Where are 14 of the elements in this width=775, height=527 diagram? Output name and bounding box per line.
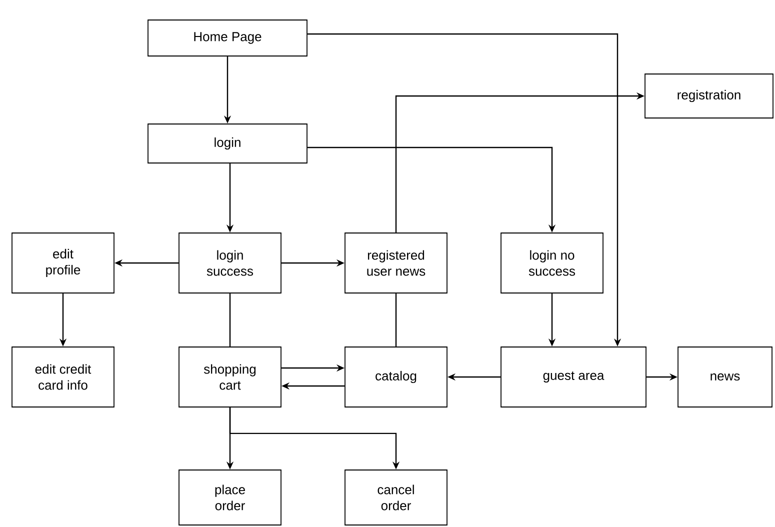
page-box: registration xyxy=(644,74,774,118)
page-box: news xyxy=(678,346,772,408)
page-box: shopping cart xyxy=(178,346,282,408)
page-box: Home Page xyxy=(148,20,308,56)
page-box: cancel order xyxy=(344,470,448,526)
page-box: login xyxy=(148,124,308,164)
page-box: edit profile xyxy=(12,232,114,294)
page-box: login success xyxy=(178,232,282,294)
page-box: catalog xyxy=(344,346,448,408)
page-box: registered user news xyxy=(344,232,448,294)
page-box: place order xyxy=(178,470,282,526)
page-box: login no success xyxy=(500,232,604,294)
page-box: edit credit card info xyxy=(12,346,114,408)
page-box: guest area xyxy=(500,346,646,408)
